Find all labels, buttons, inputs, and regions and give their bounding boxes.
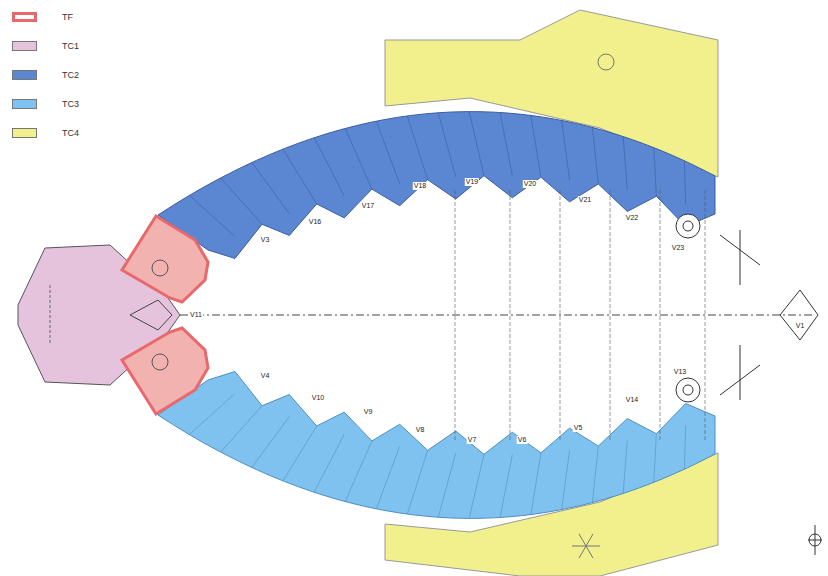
rib-line <box>654 434 657 483</box>
legend-swatch <box>12 12 37 22</box>
column-tag: V19 <box>465 178 479 186</box>
rib-line <box>221 406 262 452</box>
rib-line <box>531 453 541 515</box>
column-tag: V18 <box>413 182 427 190</box>
rib-line <box>189 394 235 435</box>
rib-line <box>469 454 484 518</box>
dimension-line <box>455 190 456 440</box>
rib-line <box>623 441 627 494</box>
rib-line <box>314 434 344 492</box>
rib-line <box>345 441 372 502</box>
tf-wedge <box>122 216 208 302</box>
rib-line <box>654 148 657 197</box>
column-tag: V3 <box>260 236 271 244</box>
rib-line <box>684 161 685 205</box>
rib-line <box>283 426 317 481</box>
centerline-symbol <box>809 534 821 546</box>
rib-line <box>438 113 456 177</box>
column-tag: V14 <box>625 396 639 404</box>
column-symbol <box>152 260 168 276</box>
ornament <box>572 534 600 558</box>
column-tag: V10 <box>311 394 325 402</box>
diamond-symbol <box>130 300 172 330</box>
column-symbol <box>676 378 700 402</box>
column-tag: V20 <box>523 180 537 188</box>
column-tag: V16 <box>308 218 322 226</box>
rib-line <box>345 128 372 189</box>
legend-swatch <box>12 128 37 138</box>
dimension-line <box>560 190 561 440</box>
legend-label: TF <box>62 12 73 22</box>
column-symbol <box>676 214 700 238</box>
legend-label: TC4 <box>62 128 79 138</box>
rib-line <box>592 446 598 503</box>
rib-line <box>252 163 290 214</box>
rib-line <box>221 178 262 224</box>
dimension-line <box>705 190 706 440</box>
column-tag: V4 <box>260 372 271 380</box>
rib-line <box>684 426 685 470</box>
column-tag: V22 <box>625 214 639 222</box>
column-tag: V17 <box>361 202 375 210</box>
column-tag: V6 <box>517 436 528 444</box>
column-symbol <box>152 354 168 370</box>
column-symbol <box>683 385 693 395</box>
column-tag: V5 <box>573 424 584 432</box>
axis-line <box>180 315 812 316</box>
tc2-band <box>158 112 715 259</box>
rib-line <box>562 450 570 509</box>
rib-line <box>623 137 627 190</box>
column-tag: V9 <box>363 408 374 416</box>
rib-line <box>407 450 427 514</box>
rib-line <box>283 149 317 204</box>
legend-label: TC1 <box>62 41 79 51</box>
rib-line <box>189 195 235 236</box>
rib-line <box>252 417 290 468</box>
column-tag: V21 <box>578 196 592 204</box>
legend-swatch <box>12 70 37 80</box>
rib-line <box>376 446 399 509</box>
tc3-band <box>158 372 715 519</box>
dimension-line <box>510 190 511 440</box>
ornament <box>598 54 614 70</box>
rib-line <box>531 115 541 177</box>
rib-line <box>469 112 484 176</box>
rib-line <box>407 116 427 180</box>
column-tag: V11 <box>189 311 203 319</box>
column-symbol <box>683 221 693 231</box>
rib-line <box>376 121 399 184</box>
dimension-line <box>660 190 661 440</box>
column-tag: V13 <box>673 368 687 376</box>
column-tag: V8 <box>415 426 426 434</box>
rib-line <box>314 138 344 196</box>
legend-label: TC2 <box>62 70 79 80</box>
tf-wedge <box>122 328 208 414</box>
rib-line <box>562 120 570 179</box>
legend-swatch <box>12 41 37 51</box>
legend-swatch <box>12 99 37 109</box>
legend-label: TC3 <box>62 99 79 109</box>
dimension-line <box>610 190 611 440</box>
rib-line <box>500 113 512 176</box>
rib-line <box>500 454 512 517</box>
column-tag: V7 <box>467 436 478 444</box>
column-tag: V1 <box>795 322 806 330</box>
column-tag: V23 <box>671 244 685 252</box>
rib-line <box>438 453 456 517</box>
dashed-line <box>50 285 51 345</box>
rib-line <box>592 127 598 184</box>
structure-lines <box>720 230 818 400</box>
centerline-symbol <box>808 525 822 555</box>
